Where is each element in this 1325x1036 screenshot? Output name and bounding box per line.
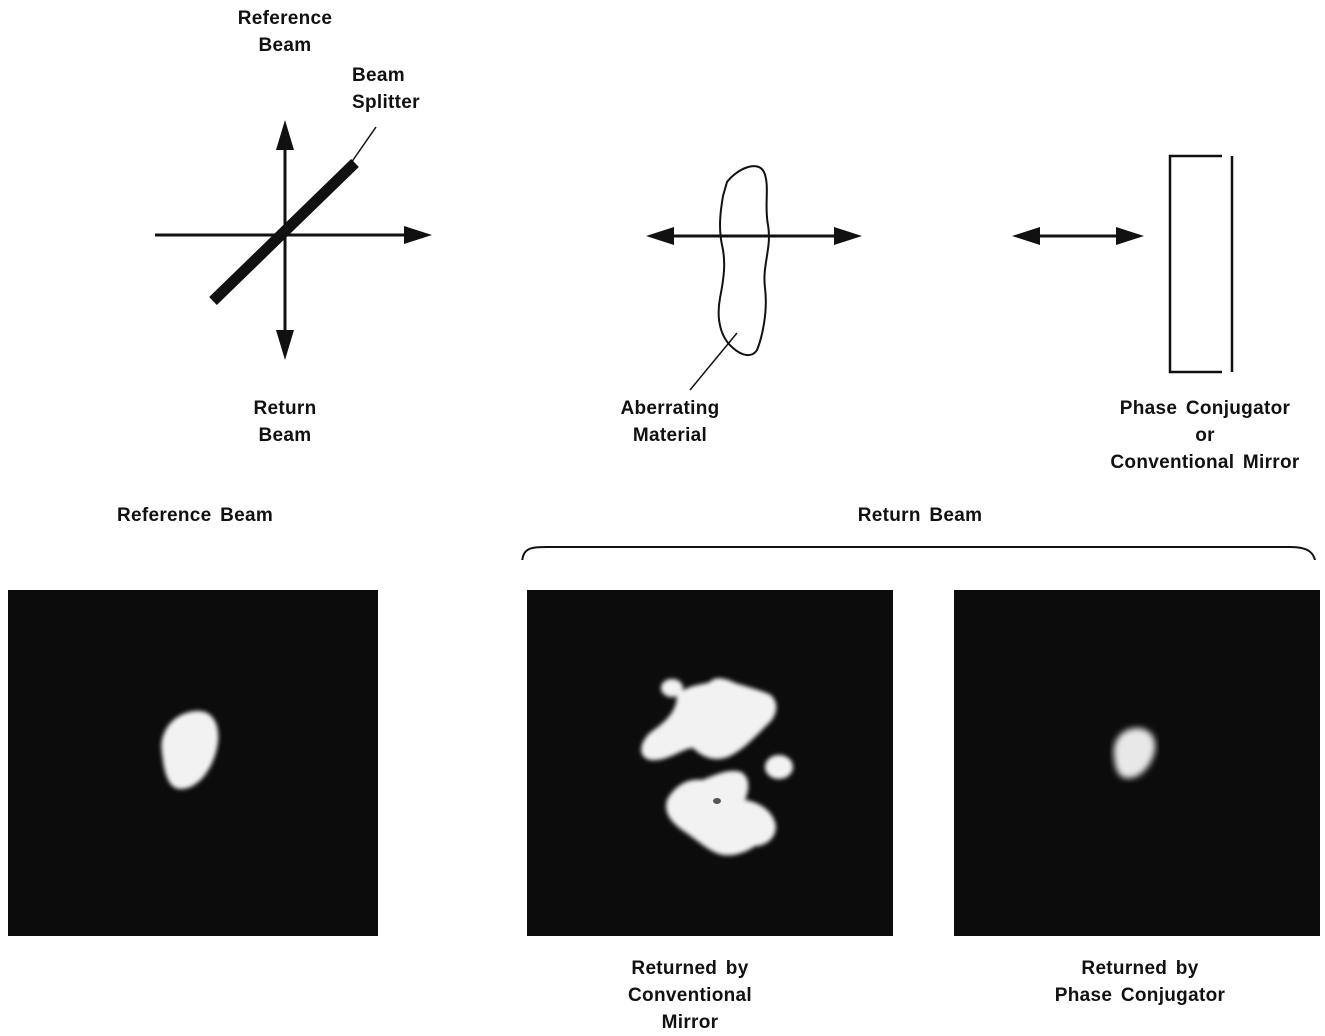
reference-beam-label: Reference Beam bbox=[237, 8, 333, 56]
conventional-mirror-photo bbox=[527, 590, 893, 936]
small-blob-left bbox=[661, 679, 683, 697]
reference-beam-photo bbox=[8, 590, 378, 936]
mirror-assembly bbox=[1012, 154, 1234, 374]
return-beam-brace bbox=[521, 546, 1317, 560]
mirror-label: Phase Conjugator or Conventional Mirror bbox=[1110, 398, 1300, 473]
aberrating-left-arrowhead bbox=[646, 227, 674, 245]
aberrating-material-label: Aberrating Material bbox=[620, 398, 720, 446]
optical-setup-diagram bbox=[155, 120, 1317, 560]
mirror-left-arrowhead bbox=[1012, 227, 1040, 245]
phase-conjugator-box bbox=[1168, 154, 1222, 374]
conventional-mirror-caption: Returned by Conventional Mirror bbox=[628, 958, 752, 1033]
small-blob-right bbox=[765, 755, 793, 779]
beam-splitter-leader-line bbox=[350, 126, 377, 164]
aberrating-right-arrowhead bbox=[834, 227, 862, 245]
beam-splitter-plate bbox=[209, 159, 359, 305]
mirror-right-arrowhead bbox=[1116, 227, 1144, 245]
beam-splitter-assembly bbox=[155, 120, 432, 360]
upper-aberrated-blob bbox=[641, 678, 777, 761]
conventional-mirror-spot-image bbox=[641, 678, 793, 856]
phase-conjugator-spot bbox=[1113, 728, 1156, 779]
beam-splitter-label: Beam Splitter bbox=[352, 65, 420, 113]
phase-conjugator-photo bbox=[954, 590, 1320, 936]
return-beam-arrowhead bbox=[276, 330, 294, 360]
reference-beam-spot bbox=[161, 711, 219, 790]
return-beam-heading: Return Beam bbox=[857, 505, 983, 526]
phase-conjugator-caption: Returned by Phase Conjugator bbox=[1054, 958, 1226, 1006]
return-beam-label: Return Beam bbox=[253, 398, 317, 446]
aberrating-leader-line bbox=[689, 332, 738, 391]
reference-beam-arrowhead bbox=[276, 120, 294, 150]
reference-beam-spot-image bbox=[161, 711, 219, 790]
reference-beam-heading: Reference Beam bbox=[116, 505, 274, 526]
phase-conjugator-spot-image bbox=[1113, 728, 1156, 779]
lower-aberrated-blob bbox=[666, 770, 776, 856]
aberrating-material-shape bbox=[717, 165, 770, 356]
dark-speck bbox=[713, 798, 721, 804]
aberrating-material-assembly bbox=[646, 165, 862, 391]
forward-arrowhead bbox=[404, 226, 432, 244]
